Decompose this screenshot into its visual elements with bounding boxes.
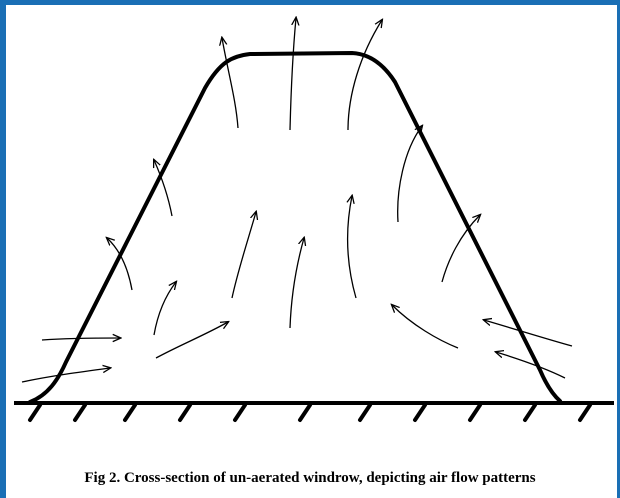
flow-arrow: [222, 38, 239, 129]
flow-arrow: [347, 20, 382, 131]
flow-arrow: [231, 212, 256, 299]
flow-arrow: [397, 126, 422, 223]
ground-hatching: [28, 403, 592, 422]
flow-arrow: [484, 320, 573, 347]
flow-arrow: [155, 322, 228, 359]
airflow-arrows: [21, 18, 573, 383]
flow-arrow: [153, 282, 176, 336]
frame-border-right: [617, 0, 620, 498]
flow-arrow: [392, 305, 459, 349]
windrow-outline: [28, 51, 562, 404]
frame-border-left: [0, 0, 6, 498]
flow-arrow: [289, 18, 296, 131]
flow-arrow: [496, 352, 566, 379]
windrow-diagram: [14, 0, 614, 422]
flow-arrow: [41, 338, 120, 340]
figure-caption: Fig 2. Cross-section of un-aerated windr…: [84, 470, 536, 486]
flow-arrow: [348, 196, 357, 299]
flow-arrow: [441, 215, 480, 283]
flow-arrow: [154, 160, 173, 217]
flow-arrow: [107, 238, 133, 291]
flow-arrow: [21, 368, 110, 383]
flow-arrow: [289, 238, 304, 329]
frame-border-top: [0, 0, 620, 5]
